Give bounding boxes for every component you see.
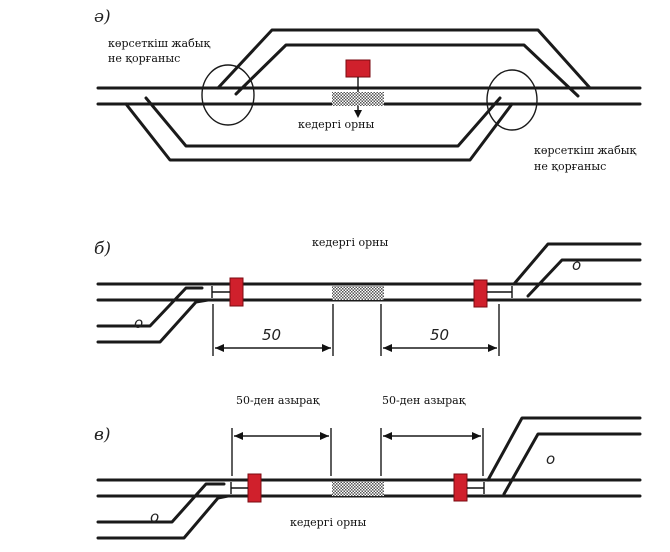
track-mark-left: о [134,314,143,332]
panel-b-letter: б) [94,239,111,259]
switch-top-label: көрсеткіш жабық [108,37,210,50]
obstacle-zone [332,92,384,106]
upper-bypass-outer [216,28,592,90]
left-branch-inner [96,494,230,540]
switch-top-label-2: не қорғаныс [108,52,180,65]
signal-left [247,473,262,503]
lower-bypass-outer [124,102,514,162]
signal-left [229,277,244,307]
obstacle-label: кедергі орны [298,118,374,131]
upper-bypass-inner [234,43,580,98]
signal-right [453,473,468,502]
switch-circle-left [201,64,255,126]
signal-marker [345,59,371,78]
left-branch-outer [96,286,204,328]
panel-c-letter: в) [94,425,111,445]
left-branch-outer [96,482,226,524]
right-branch-inner [502,432,642,496]
signal-pointer-arrow [354,110,362,118]
switch-bottom-label-2: не қорғаныс [534,160,606,173]
dim-label-left: 50-ден азырақ [236,394,320,407]
switch-circle-right [486,69,538,131]
panel-c: в) 50-ден азырақ 50-ден азырақ кедергі о… [94,394,642,540]
signal-right [473,279,488,308]
track-mark-right: о [546,450,555,468]
obstacle-label: кедергі орны [312,236,388,249]
track-mark-left: о [150,508,159,526]
lower-bypass-inner [144,96,502,148]
panel-a: ә) көрсеткіш жабық не қорғаныс кедергі о… [94,7,642,173]
obstacle-zone [332,286,384,300]
obstacle-label: кедергі орны [290,516,366,529]
dim-value-right: 50 [430,326,449,344]
switch-bottom-label: көрсеткіш жабық [534,144,636,157]
panel-b: б) кедергі орны о о 50 50 [94,236,642,356]
left-branch-inner [96,298,210,344]
panel-a-letter: ә) [94,7,111,27]
obstacle-zone [332,482,384,496]
right-branch-outer [486,416,642,482]
dim-label-right: 50-ден азырақ [382,394,466,407]
track-mark-right: о [572,256,581,274]
right-branch-outer [512,242,642,286]
right-branch-inner [526,258,642,298]
dim-value-left: 50 [262,326,281,344]
